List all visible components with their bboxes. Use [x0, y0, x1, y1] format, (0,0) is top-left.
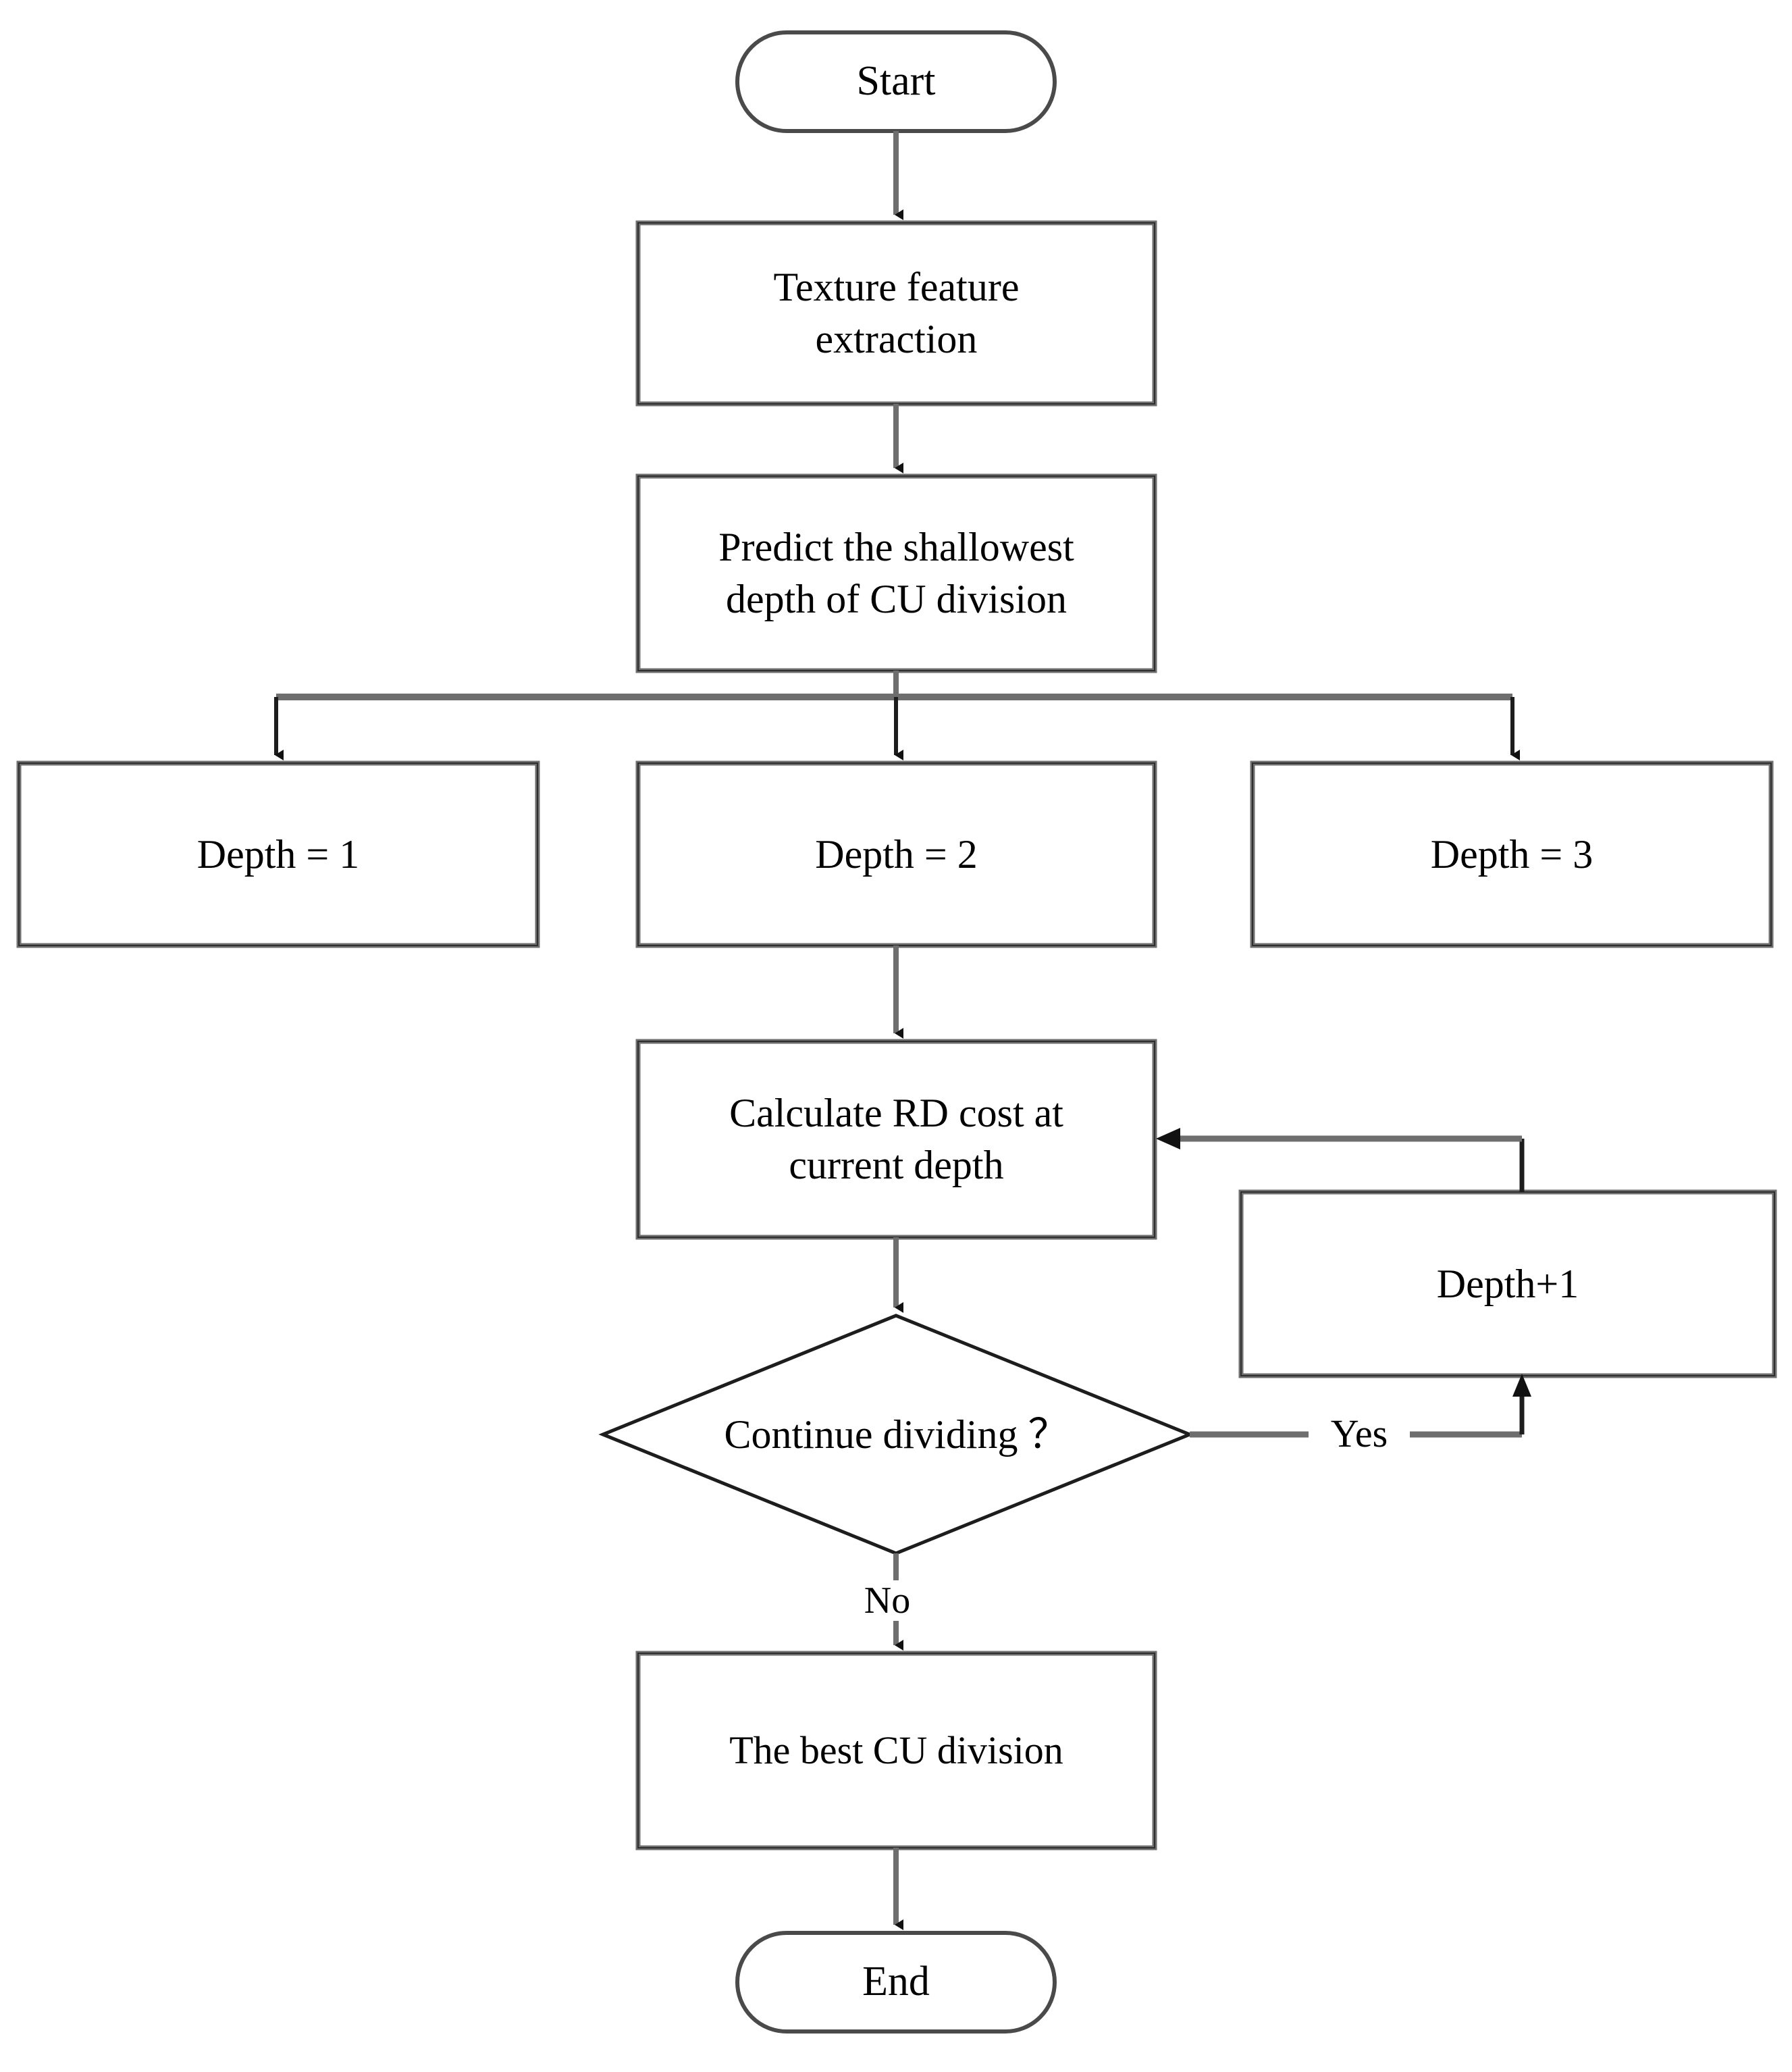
node-texture-shape [635, 220, 1157, 407]
node-end-shape [735, 1931, 1057, 2034]
node-calc-rd-shape [635, 1039, 1157, 1240]
node-depth3-shape [1250, 760, 1774, 948]
node-depth1-shape [16, 760, 540, 948]
edge-depth-plus-arrowhead [1156, 1128, 1180, 1149]
node-decision-shape [598, 1314, 1194, 1555]
node-depth2-shape [635, 760, 1157, 948]
node-start-shape [735, 30, 1057, 133]
edge-label-yes: Yes [1309, 1411, 1410, 1456]
edge-label-no: No [849, 1580, 925, 1621]
node-predict-shape [635, 473, 1157, 673]
edge-decision-yes-arrowhead [1512, 1374, 1531, 1397]
node-best-shape [635, 1651, 1157, 1850]
node-depth-plus-shape [1238, 1189, 1777, 1378]
